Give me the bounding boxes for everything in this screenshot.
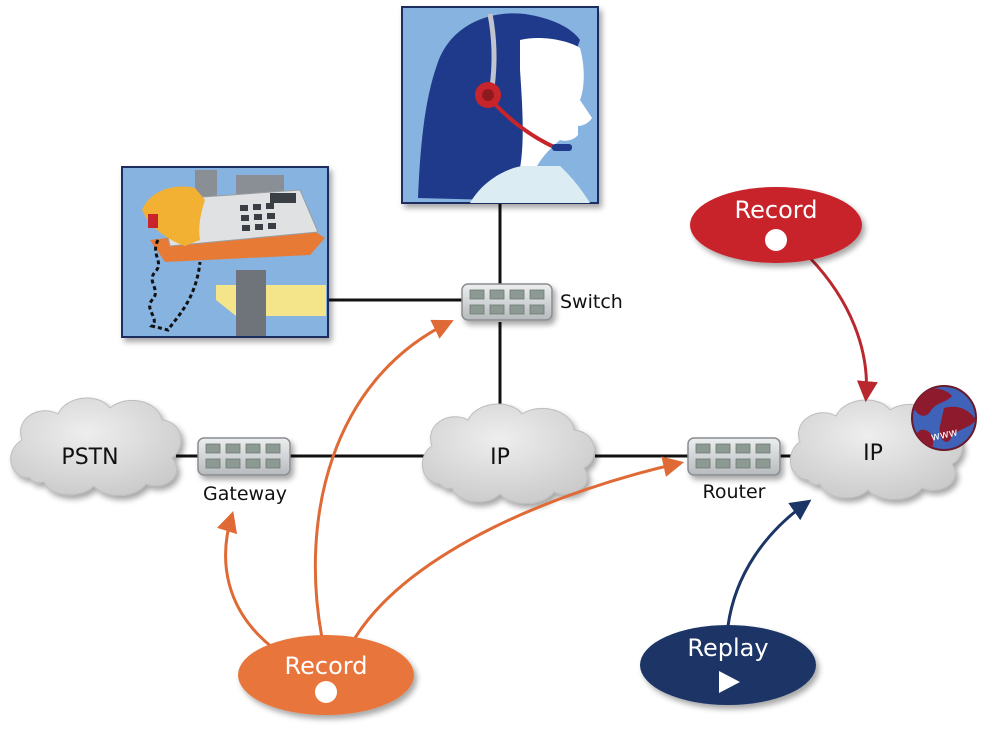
gateway-device-icon bbox=[197, 437, 291, 476]
arrow-record-to-ip bbox=[808, 256, 878, 403]
record-dot-icon bbox=[315, 681, 337, 703]
arrow-record-to-gateway bbox=[216, 510, 274, 650]
play-triangle-icon bbox=[719, 671, 740, 693]
network-links bbox=[176, 202, 800, 458]
arrow-record-to-switch bbox=[313, 319, 454, 639]
ip-cloud-center bbox=[421, 403, 595, 504]
arrow-replay-to-ip bbox=[726, 499, 812, 627]
headset-agent-icon bbox=[418, 13, 592, 203]
arrow-record-to-router bbox=[353, 456, 685, 639]
globe-www-icon: www bbox=[911, 385, 977, 451]
ip-right-label: IP bbox=[863, 441, 883, 466]
record-top-bubble[interactable] bbox=[690, 187, 862, 263]
globe-text: www bbox=[930, 425, 959, 443]
record-dot-icon bbox=[765, 229, 787, 251]
record-top-label: Record bbox=[735, 196, 818, 224]
ip-center-label: IP bbox=[490, 445, 510, 470]
gateway-label: Gateway bbox=[203, 483, 287, 505]
switch-label: Switch bbox=[560, 291, 623, 313]
router-label: Router bbox=[703, 481, 766, 503]
desk-phone-icon bbox=[142, 170, 326, 336]
record-bottom-bubble[interactable] bbox=[238, 635, 414, 715]
pstn-label: PSTN bbox=[61, 445, 118, 470]
replay-label: Replay bbox=[687, 634, 768, 662]
pstn-cloud bbox=[10, 397, 182, 496]
switch-device-icon bbox=[461, 283, 553, 321]
replay-bubble[interactable] bbox=[640, 625, 816, 705]
router-device-icon bbox=[687, 437, 781, 476]
record-bottom-label: Record bbox=[285, 652, 368, 680]
record-arrows bbox=[216, 256, 878, 650]
